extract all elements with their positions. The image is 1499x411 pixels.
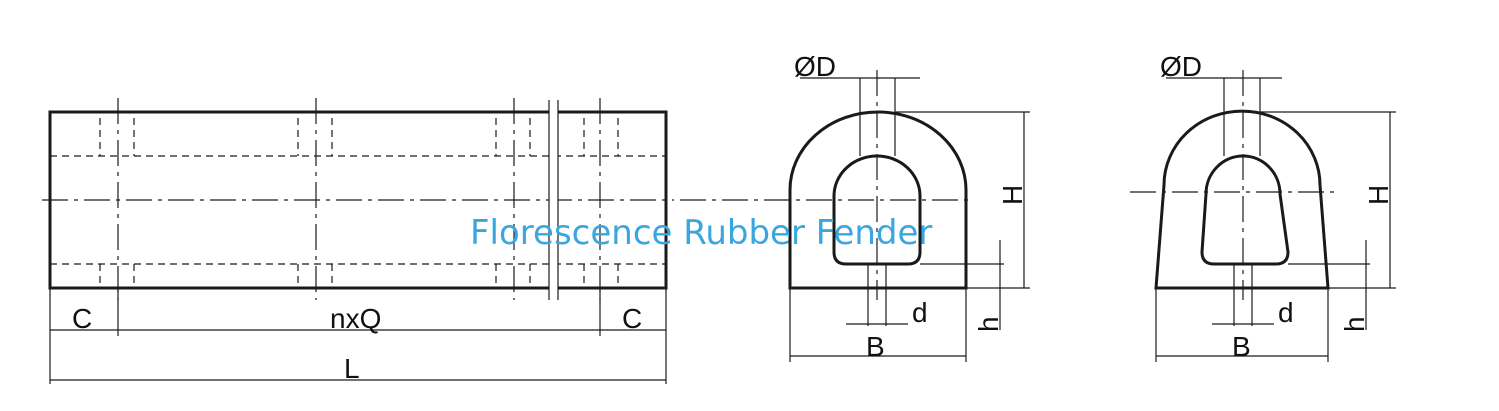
dim-label-diameter-d: ØD bbox=[1160, 51, 1202, 82]
dim-label-small-h: h bbox=[1339, 316, 1370, 332]
section-view-1: ØD H h d B bbox=[680, 51, 1030, 362]
dim-label-height-h: H bbox=[997, 185, 1028, 205]
dim-label-width-b: B bbox=[1232, 331, 1251, 362]
dim-label-c-left: C bbox=[72, 303, 92, 334]
dim-label-small-d: d bbox=[1278, 297, 1294, 328]
section-view-2: ØD H h d B bbox=[1130, 51, 1396, 362]
section-1-outline bbox=[788, 110, 968, 290]
watermark-text: Florescence Rubber Fender bbox=[470, 213, 932, 253]
dim-label-c-right: C bbox=[622, 303, 642, 334]
dim-label-small-d: d bbox=[912, 297, 928, 328]
dim-label-diameter-d: ØD bbox=[794, 51, 836, 82]
dim-label-small-h: h bbox=[973, 316, 1004, 332]
section-2-bore bbox=[1200, 154, 1290, 266]
dim-label-nxq: nxQ bbox=[330, 303, 381, 334]
section-2-outline bbox=[1154, 109, 1330, 290]
dim-label-l: L bbox=[344, 353, 360, 384]
dim-label-width-b: B bbox=[866, 331, 885, 362]
section-1-bore bbox=[832, 154, 922, 266]
dim-label-height-h: H bbox=[1363, 185, 1394, 205]
front-view: C nxQ C L bbox=[42, 98, 674, 384]
break-symbol bbox=[548, 100, 559, 300]
